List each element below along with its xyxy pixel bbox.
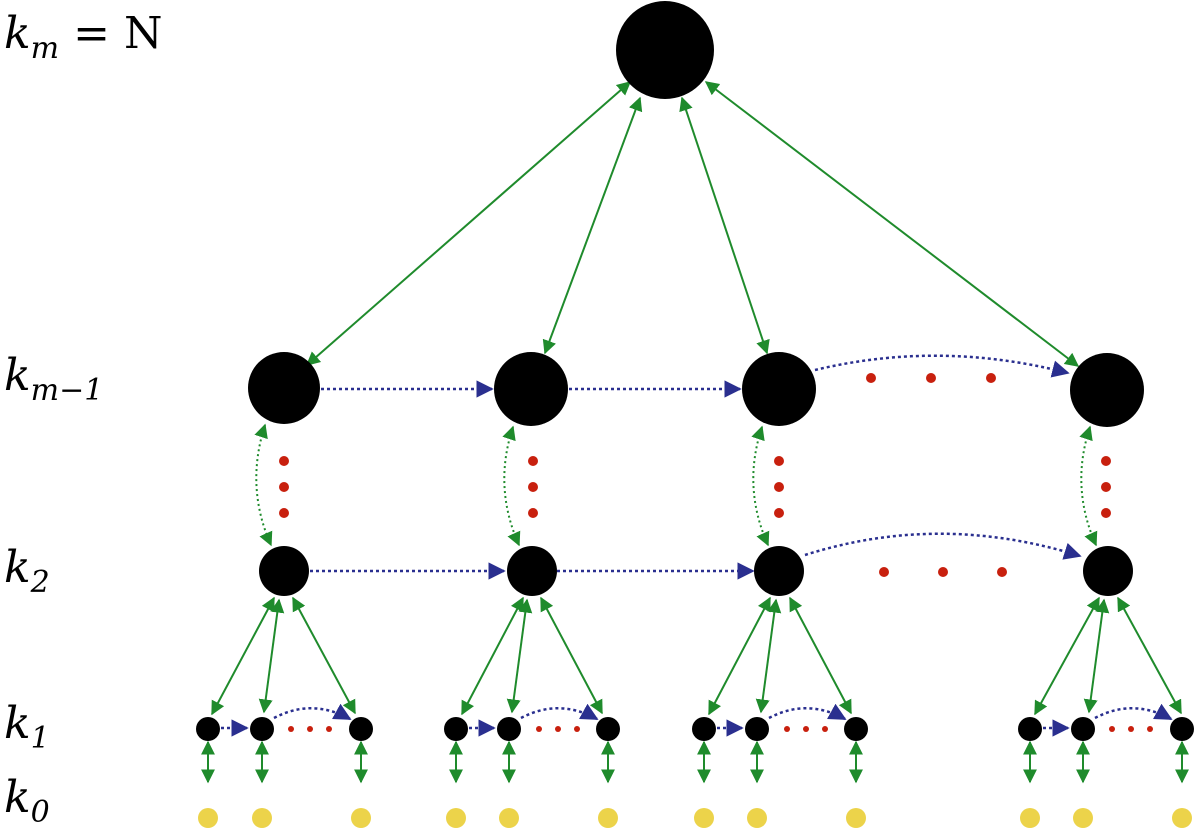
ellipsis-dots bbox=[279, 373, 1153, 732]
connector-2 bbox=[502, 425, 521, 547]
connector-3 bbox=[751, 425, 770, 547]
node-k2-4 bbox=[1083, 546, 1133, 596]
node-root bbox=[616, 1, 714, 99]
level-label-km-1: km−1 bbox=[4, 350, 103, 408]
level-label-k1: k1 bbox=[4, 698, 50, 756]
peer-edges bbox=[221, 354, 1173, 737]
node-k2-3 bbox=[754, 546, 804, 596]
nodes-root bbox=[616, 1, 714, 99]
edge-root-d bbox=[704, 81, 1080, 367]
connector-4 bbox=[1079, 425, 1098, 547]
node-km1-4 bbox=[1070, 353, 1144, 427]
edge-root-b bbox=[542, 96, 643, 355]
nodes-level-m-1 bbox=[248, 352, 1144, 427]
node-km1-1 bbox=[248, 352, 320, 424]
connector-1 bbox=[254, 423, 273, 547]
node-km1-3 bbox=[742, 352, 816, 426]
edge-root-c bbox=[679, 96, 770, 355]
nodes-level-1 bbox=[196, 717, 1194, 741]
level-label-k0: k0 bbox=[4, 772, 50, 830]
level-connectors bbox=[254, 423, 1098, 547]
k2-k1-edges bbox=[211, 596, 1182, 716]
node-k2-1 bbox=[259, 546, 309, 596]
edge-root-a bbox=[305, 81, 632, 366]
nodes-level-0 bbox=[198, 808, 1192, 828]
node-k2-2 bbox=[507, 546, 557, 596]
k1-k0-edges bbox=[201, 740, 1189, 784]
node-km1-2 bbox=[494, 352, 568, 426]
root-edges bbox=[305, 81, 1080, 367]
nodes-level-2 bbox=[259, 546, 1133, 596]
level-label-km: km = N bbox=[4, 8, 162, 66]
level-label-k2: k2 bbox=[4, 542, 50, 600]
